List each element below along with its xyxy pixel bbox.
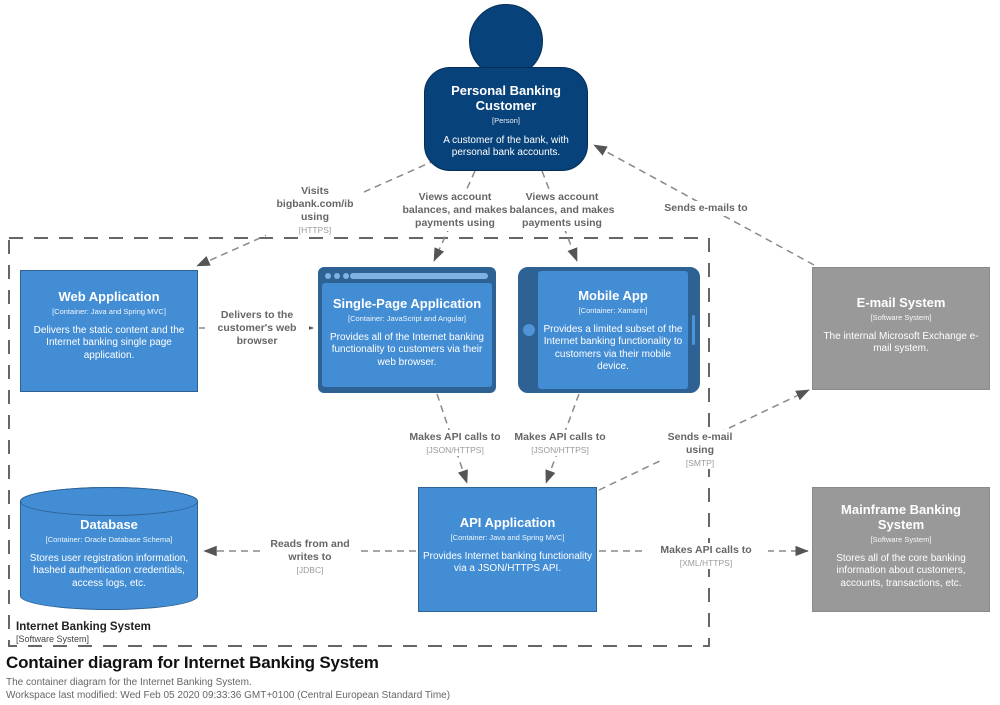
edge-label-smtp: Sends e-mail using [SMTP] (660, 430, 740, 470)
edge-label-views-spa: Views account balances, and makes paymen… (400, 190, 510, 232)
element-description: The internal Microsoft Exchange e-mail s… (823, 330, 979, 355)
workspace-last-modified: Workspace last modified: Wed Feb 05 2020… (6, 690, 451, 702)
element-metadata: [Software System] (870, 312, 932, 322)
edge-label-xml: Makes API calls to [XML/HTTPS] (644, 543, 768, 570)
edge-mobile-api (545, 393, 580, 484)
element-title: Personal Banking Customer (451, 83, 561, 113)
diagram-title: Container diagram for Internet Banking S… (6, 653, 379, 672)
element-title: Mainframe Banking System (841, 502, 961, 532)
browser-dot-icon (334, 273, 340, 279)
diagram-description: The container diagram for the Internet B… (6, 677, 252, 688)
container-single-page-application[interactable]: Single-Page Application [Container: Java… (318, 267, 496, 393)
edge-label-api-mobile: Makes API calls to [JSON/HTTPS] (500, 430, 620, 457)
element-description: Provides a limited subset of the Interne… (543, 323, 683, 373)
element-title: Database (80, 517, 138, 532)
element-metadata: [Container: Oracle Database Schema] (45, 534, 173, 544)
container-mobile-app[interactable]: Mobile App [Container: Xamarin] Provides… (518, 267, 700, 393)
element-title: E-mail System (856, 295, 946, 310)
edge-label-visits: Visits bigbank.com/ib using [HTTPS] (266, 184, 364, 237)
element-title: Mobile App (578, 288, 648, 303)
browser-address-bar-icon (350, 273, 488, 279)
edge-spa-api (436, 393, 468, 484)
edge-label-delivers: Delivers to the customer's web browser (205, 308, 309, 350)
element-metadata: [Software System] (870, 534, 932, 544)
edge-label-jdbc: Reads from and writes to [JDBC] (260, 537, 360, 577)
person-personal-banking-customer[interactable]: Personal Banking Customer [Person] A cus… (424, 67, 588, 171)
element-metadata: [Container: Xamarin] (578, 305, 648, 315)
phone-button-icon (523, 324, 535, 336)
element-metadata: [Container: Java and Spring MVC] (450, 532, 565, 542)
edge-api-email (598, 389, 810, 491)
element-description: Stores all of the core banking informati… (836, 552, 966, 589)
container-web-application[interactable]: Web Application [Container: Java and Spr… (20, 270, 198, 392)
browser-dot-icon (325, 273, 331, 279)
element-description: A customer of the bank, with personal ba… (443, 134, 569, 159)
element-description: Delivers the static content and the Inte… (33, 324, 185, 361)
element-description: Provides all of the Internet banking fun… (330, 331, 484, 368)
boundary-name: Internet Banking System (16, 621, 151, 633)
edge-label-views-mobile: Views account balances, and makes paymen… (507, 190, 617, 232)
phone-speaker-icon (692, 315, 695, 345)
element-metadata: [Container: Java and Spring MVC] (52, 306, 166, 316)
edge-customer-webapp (196, 159, 437, 267)
element-title: Web Application (58, 289, 160, 304)
container-api-application[interactable]: API Application [Container: Java and Spr… (418, 487, 597, 612)
element-description: Provides Internet banking functionality … (423, 550, 592, 575)
element-title: Single-Page Application (332, 296, 482, 311)
system-mainframe-banking[interactable]: Mainframe Banking System [Software Syste… (812, 487, 990, 612)
element-title: API Application (459, 515, 556, 530)
system-email[interactable]: E-mail System [Software System] The inte… (812, 267, 990, 390)
edge-label-api-spa: Makes API calls to [JSON/HTTPS] (395, 430, 515, 457)
diagram-footer: Container diagram for Internet Banking S… (6, 653, 450, 702)
element-metadata: [Person] (492, 115, 520, 125)
element-metadata: [Container: JavaScript and Angular] (348, 313, 466, 323)
edge-label-sends-emails: Sends e-mails to (646, 201, 766, 217)
browser-dot-icon (343, 273, 349, 279)
browser-chrome (319, 268, 495, 283)
boundary-label: Internet Banking System [Software System… (16, 621, 151, 644)
element-description: Stores user registration information, ha… (29, 552, 189, 589)
boundary-metadata: [Software System] (16, 634, 90, 644)
container-database[interactable]: Database [Container: Oracle Database Sch… (20, 487, 198, 610)
